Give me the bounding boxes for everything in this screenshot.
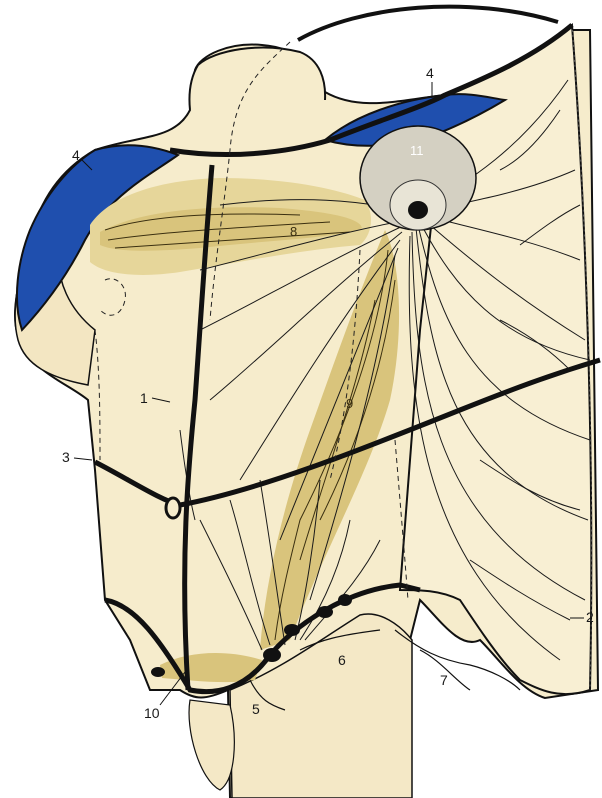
label-11: 11 <box>410 143 424 158</box>
neck <box>189 48 325 110</box>
genital-area <box>189 700 234 790</box>
label-7: 7 <box>440 672 448 688</box>
label-4-right: 4 <box>426 65 434 81</box>
umbilicus <box>166 498 180 518</box>
nipple <box>408 201 428 219</box>
leader-3 <box>74 458 92 460</box>
label-1: 1 <box>140 390 148 406</box>
label-2: 2 <box>586 609 594 625</box>
label-8: 8 <box>290 224 297 239</box>
label-3: 3 <box>62 449 70 465</box>
label-10: 10 <box>144 705 160 721</box>
top-arc <box>298 7 558 40</box>
label-4-left: 4 <box>72 147 80 163</box>
label-5: 5 <box>252 701 260 717</box>
label-6: 6 <box>338 652 346 668</box>
label-9: 9 <box>346 396 353 411</box>
